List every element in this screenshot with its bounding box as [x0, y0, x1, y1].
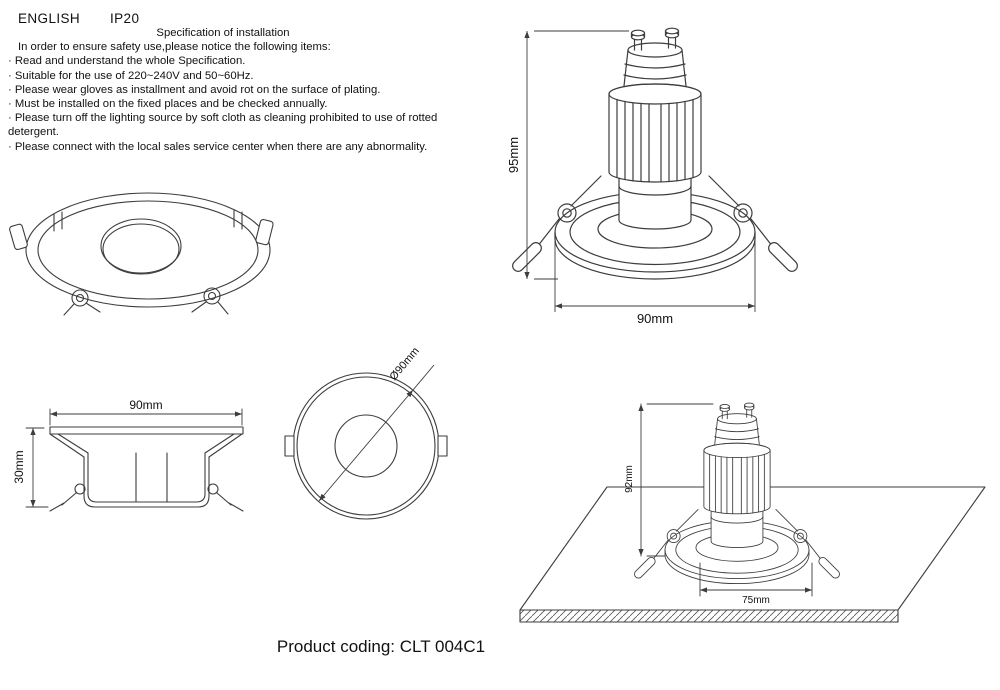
ip-rating-label: IP20 — [110, 11, 140, 26]
spec-title: Specification of installation — [156, 27, 290, 39]
trim-ring-view — [9, 192, 274, 316]
top-view: Ø90mm — [284, 345, 448, 520]
assembled-dimensions — [524, 30, 756, 312]
spec-item: · Please wear gloves as installment and … — [8, 83, 381, 96]
dimension-label: Ø90mm — [388, 345, 422, 383]
dimension-line — [318, 389, 414, 502]
spec-item: · Please connect with the local sales se… — [8, 140, 428, 153]
extension-line — [412, 364, 435, 391]
top-view-dimension — [318, 364, 435, 502]
spring-coil-left — [63, 289, 101, 316]
language-label: ENGLISH — [18, 11, 81, 26]
installation-specification: Specification of installation In order t… — [8, 26, 478, 154]
side-dimensions — [25, 408, 243, 508]
side-view: 90mm 30mm — [12, 398, 244, 512]
assembled-view: 95mm 90mm — [506, 28, 800, 326]
installation-view: 92mm 75mm — [519, 403, 986, 623]
dimension-label: 92mm — [624, 465, 635, 493]
product-coding: Product coding: CLT 004C1 — [276, 637, 486, 656]
panel-edge-hatch — [519, 609, 899, 623]
extension-line — [554, 238, 756, 312]
dimension-label: 90mm — [637, 311, 673, 326]
spec-item: · Suitable for the use of 220~240V and 5… — [8, 69, 254, 82]
installation-dimensions — [638, 403, 813, 597]
side-profile — [49, 426, 244, 508]
clip-tab-left — [9, 223, 28, 251]
clip-tab-left — [284, 435, 295, 457]
dimension-label: 30mm — [12, 450, 26, 483]
spec-item: · Read and understand the whole Specific… — [8, 55, 246, 68]
spring-coil-right — [191, 287, 229, 315]
clip-tab-right — [437, 435, 448, 457]
clip-brackets — [53, 209, 243, 232]
dimension-label: 75mm — [742, 595, 770, 606]
side-clips — [49, 483, 244, 512]
spec-item: · Please turn off the lighting source by… — [8, 112, 438, 139]
extension-line — [25, 427, 49, 508]
dimension-label: 95mm — [506, 137, 521, 173]
spec-item: · Must be installed on the fixed places … — [8, 98, 328, 111]
spec-items: · Read and understand the whole Specific… — [8, 54, 478, 153]
fixture-assembled-drawing — [510, 28, 799, 279]
spec-intro: In order to ensure safety use,please not… — [18, 41, 331, 54]
clip-tab-right — [255, 218, 274, 246]
dimension-label: 90mm — [129, 398, 162, 412]
